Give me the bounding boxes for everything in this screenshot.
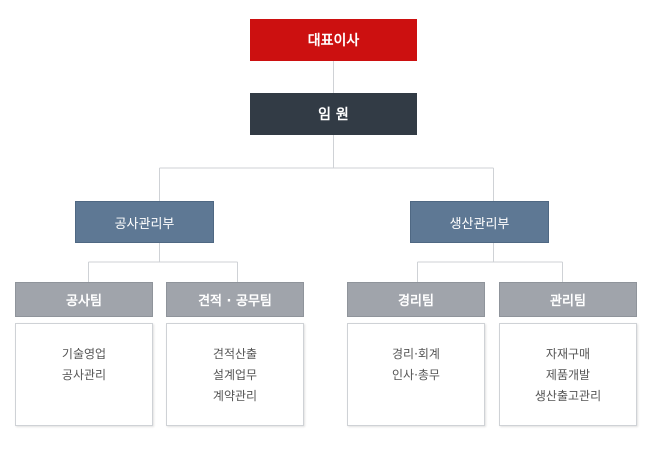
duties-box-accounting: 경리·회계 인사·총무 [347,323,485,426]
team-management: 관리팀 [499,282,637,317]
department-construction-management: 공사관리부 [75,201,214,243]
duty-item: 견적산출 [212,347,258,361]
duty-item: 경리·회계 [392,347,440,361]
ceo-box: 대표이사 [250,19,417,61]
team-estimate-works: 견적 · 공무팀 [166,282,304,317]
duty-item: 계약관리 [212,389,258,403]
duty-item: 설계업무 [212,368,258,382]
duty-item: 자재구매 [545,347,591,361]
team-accounting: 경리팀 [347,282,485,317]
duties-box-management: 자재구매 제품개발 생산출고관리 [499,323,637,426]
duty-item: 공사관리 [61,368,107,382]
team-construction: 공사팀 [15,282,153,317]
executive-box: 임 원 [250,93,417,135]
duty-item: 제품개발 [545,368,591,382]
duty-item: 인사·총무 [392,368,440,382]
duty-item: 생산출고관리 [534,389,602,403]
duties-box-construction: 기술영업 공사관리 [15,323,153,426]
department-production-management: 생산관리부 [410,201,549,243]
duties-box-estimate-works: 견적산출 설계업무 계약관리 [166,323,304,426]
duty-item: 기술영업 [61,347,107,361]
